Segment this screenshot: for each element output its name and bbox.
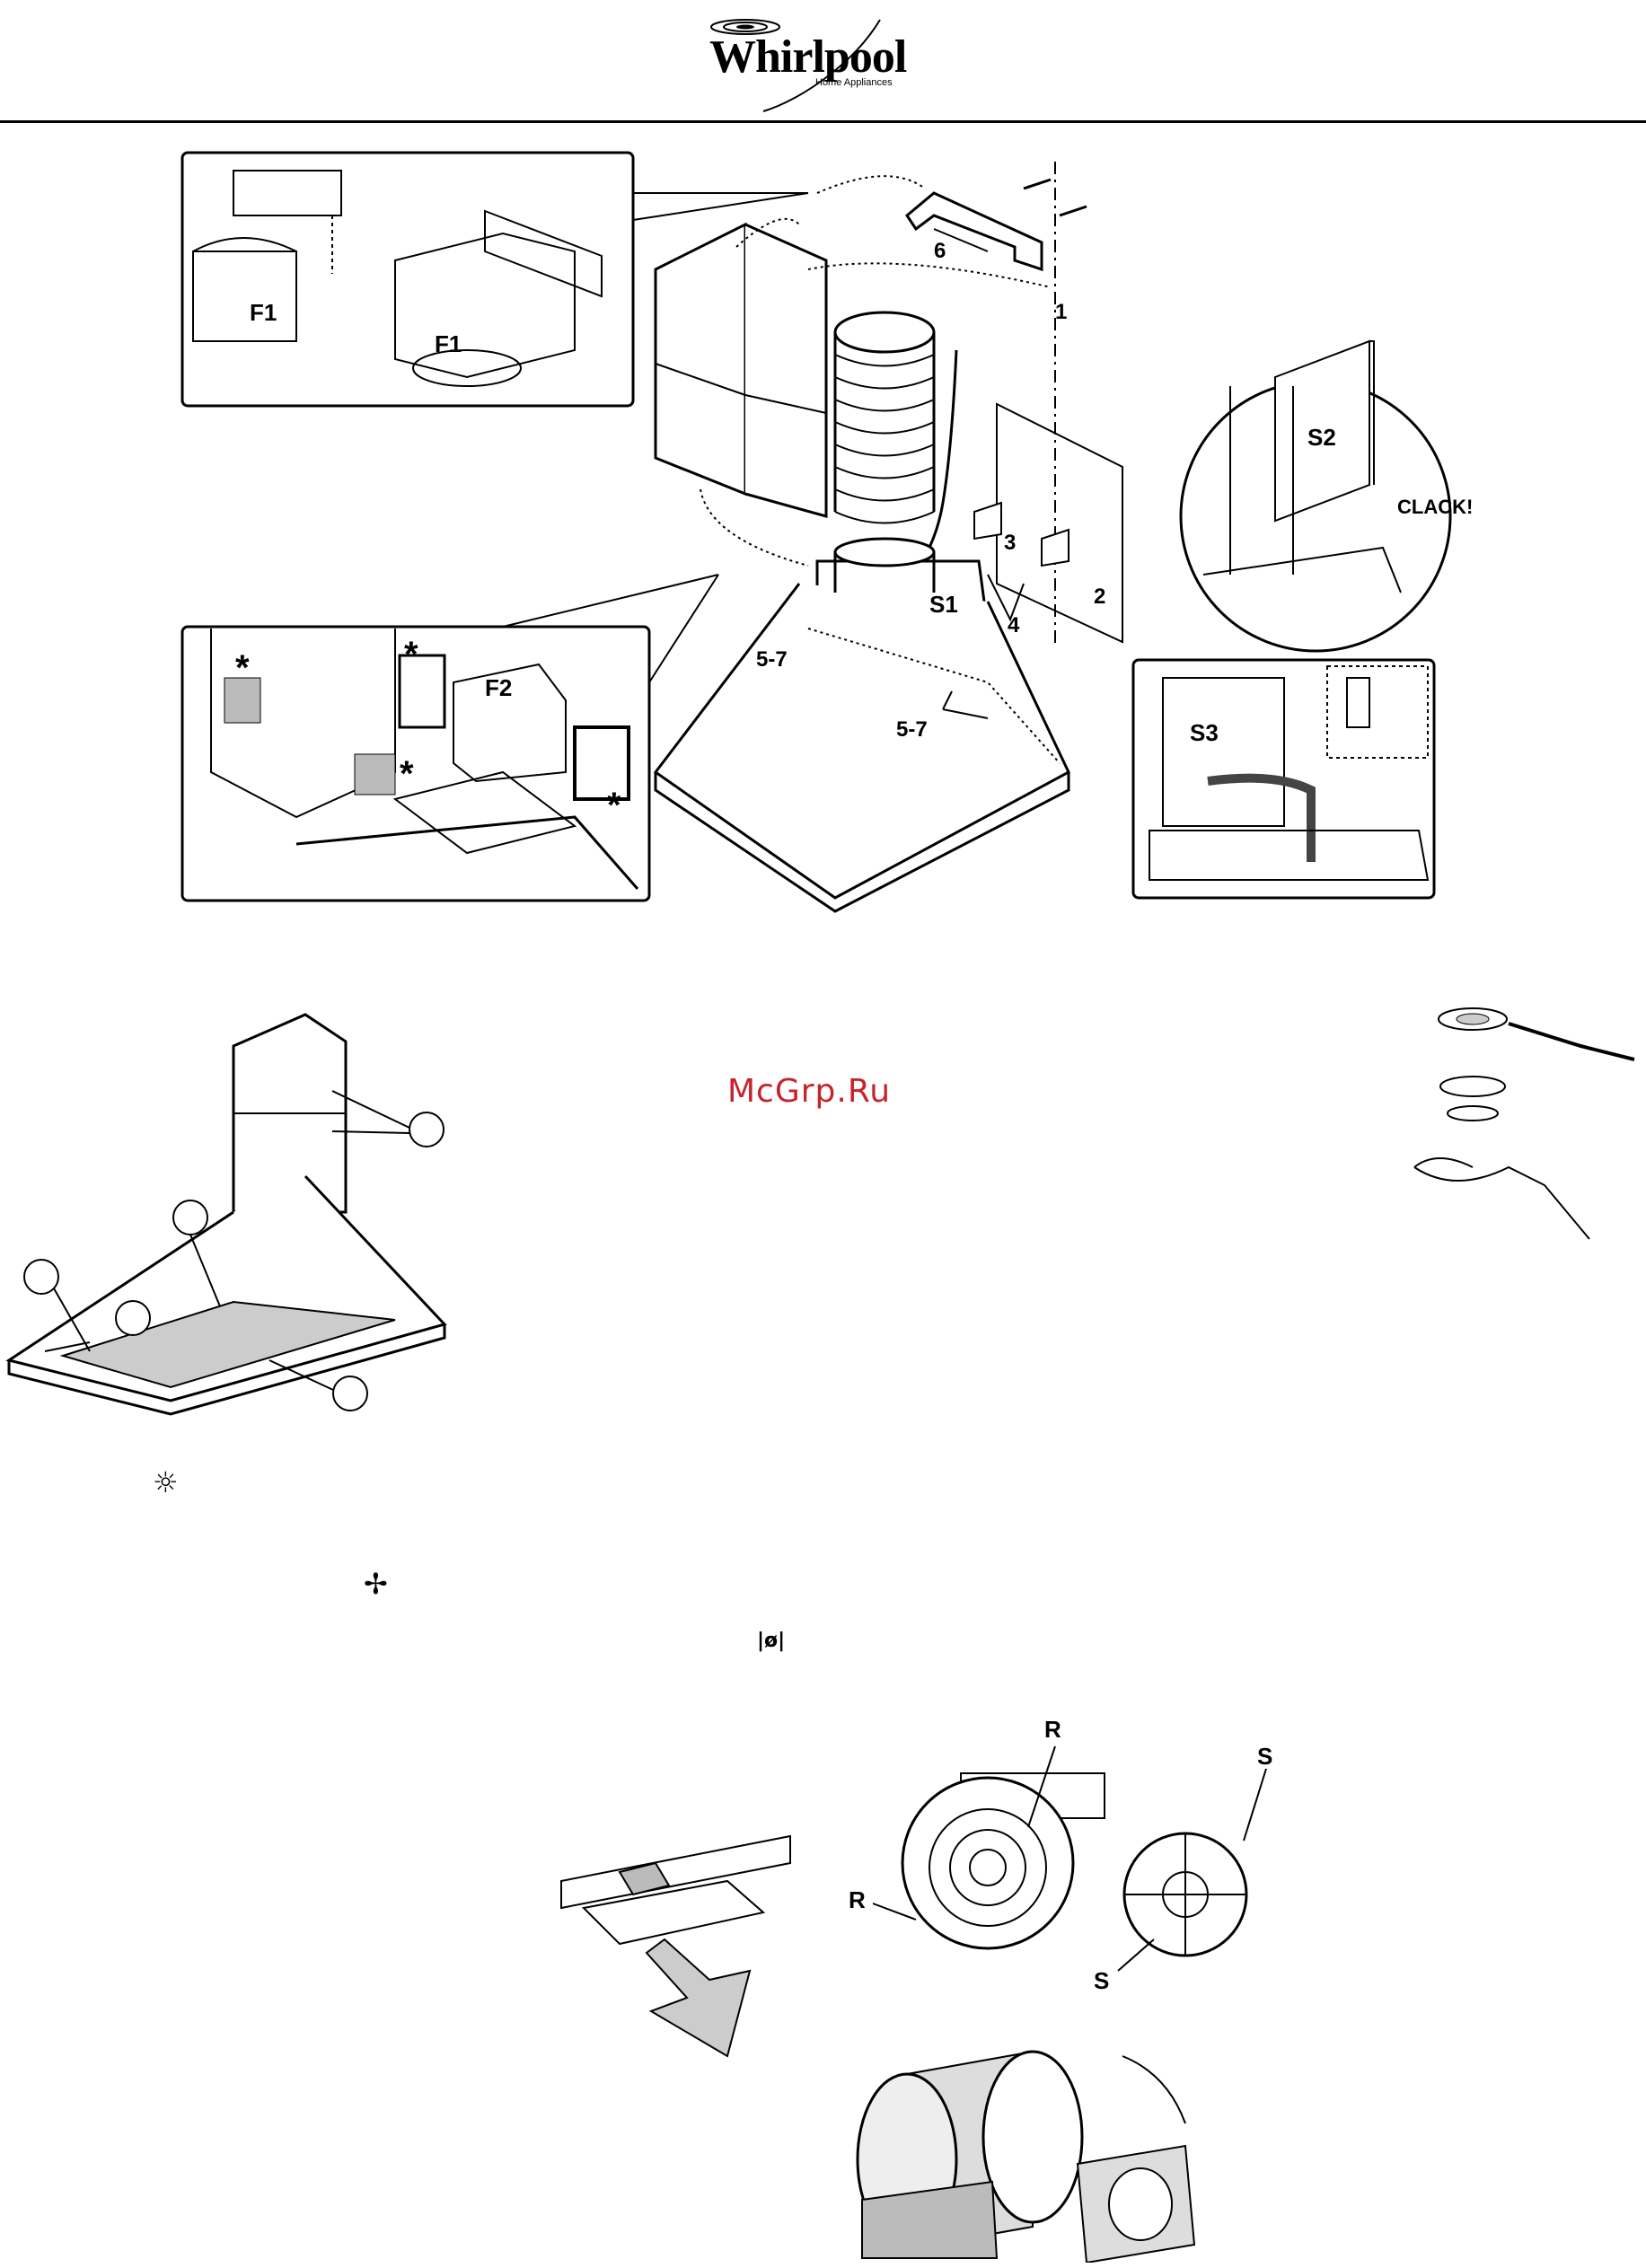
label-clack: CLACK! [1397, 496, 1473, 518]
label-s1: S1 [929, 591, 958, 618]
wall-plate: 3 2 4 [974, 404, 1122, 642]
motor-diagrams: R R S S [539, 1688, 1437, 2263]
diameter-icon: |ø| [757, 1630, 785, 1652]
label-s3: S3 [1190, 719, 1219, 746]
label-r-top: R [1044, 1716, 1061, 1743]
label-step-5-7-a: 5-7 [756, 647, 788, 672]
motor-cylinder [858, 2052, 1194, 2263]
label-s-top: S [1257, 1743, 1272, 1770]
label-f1-a: F1 [250, 299, 277, 326]
label-f2: F2 [485, 674, 512, 701]
label-r-left: R [849, 1886, 866, 1913]
filter-removal [561, 1836, 790, 2056]
brand-subtitle: Home Appliances [815, 77, 893, 88]
inset-s2: S2 CLACK! [1181, 341, 1473, 651]
hood-body: S1 5-7 5-7 [656, 539, 1069, 911]
chimney [656, 219, 826, 566]
label-step-6: 6 [934, 239, 946, 263]
asterisk-2: * [404, 635, 418, 674]
inset-s3: S3 [1133, 660, 1434, 898]
brand-name: Whirlpool [709, 31, 906, 84]
watermark: McGrp.Ru [727, 1073, 891, 1110]
label-step-5-7-b: 5-7 [896, 717, 928, 742]
label-step-3: 3 [1004, 531, 1016, 555]
fan-icon: ✢ [364, 1567, 388, 1601]
label-step-2: 2 [1094, 585, 1105, 609]
brand-logo: Whirlpool Home Appliances [691, 11, 934, 119]
installation-diagram: F1 F1 6 1 3 2 [0, 126, 1646, 934]
asterisk-4: * [607, 786, 621, 825]
label-step-1: 1 [1055, 300, 1067, 324]
header-rule [0, 120, 1646, 123]
asterisk-1: * [235, 648, 250, 688]
label-s-bottom: S [1094, 1967, 1109, 1994]
asterisk-3: * [400, 754, 414, 794]
hood-overview-diagram [0, 1006, 467, 1428]
lamp-icon: ☼ [153, 1465, 179, 1499]
motor-reducer: R R S S [849, 1716, 1272, 1994]
lamp-replacement-figure [1401, 988, 1646, 1257]
label-f1-b: F1 [435, 330, 462, 357]
inset-f2: F2 * * * * [182, 575, 718, 901]
label-s2: S2 [1307, 424, 1336, 451]
